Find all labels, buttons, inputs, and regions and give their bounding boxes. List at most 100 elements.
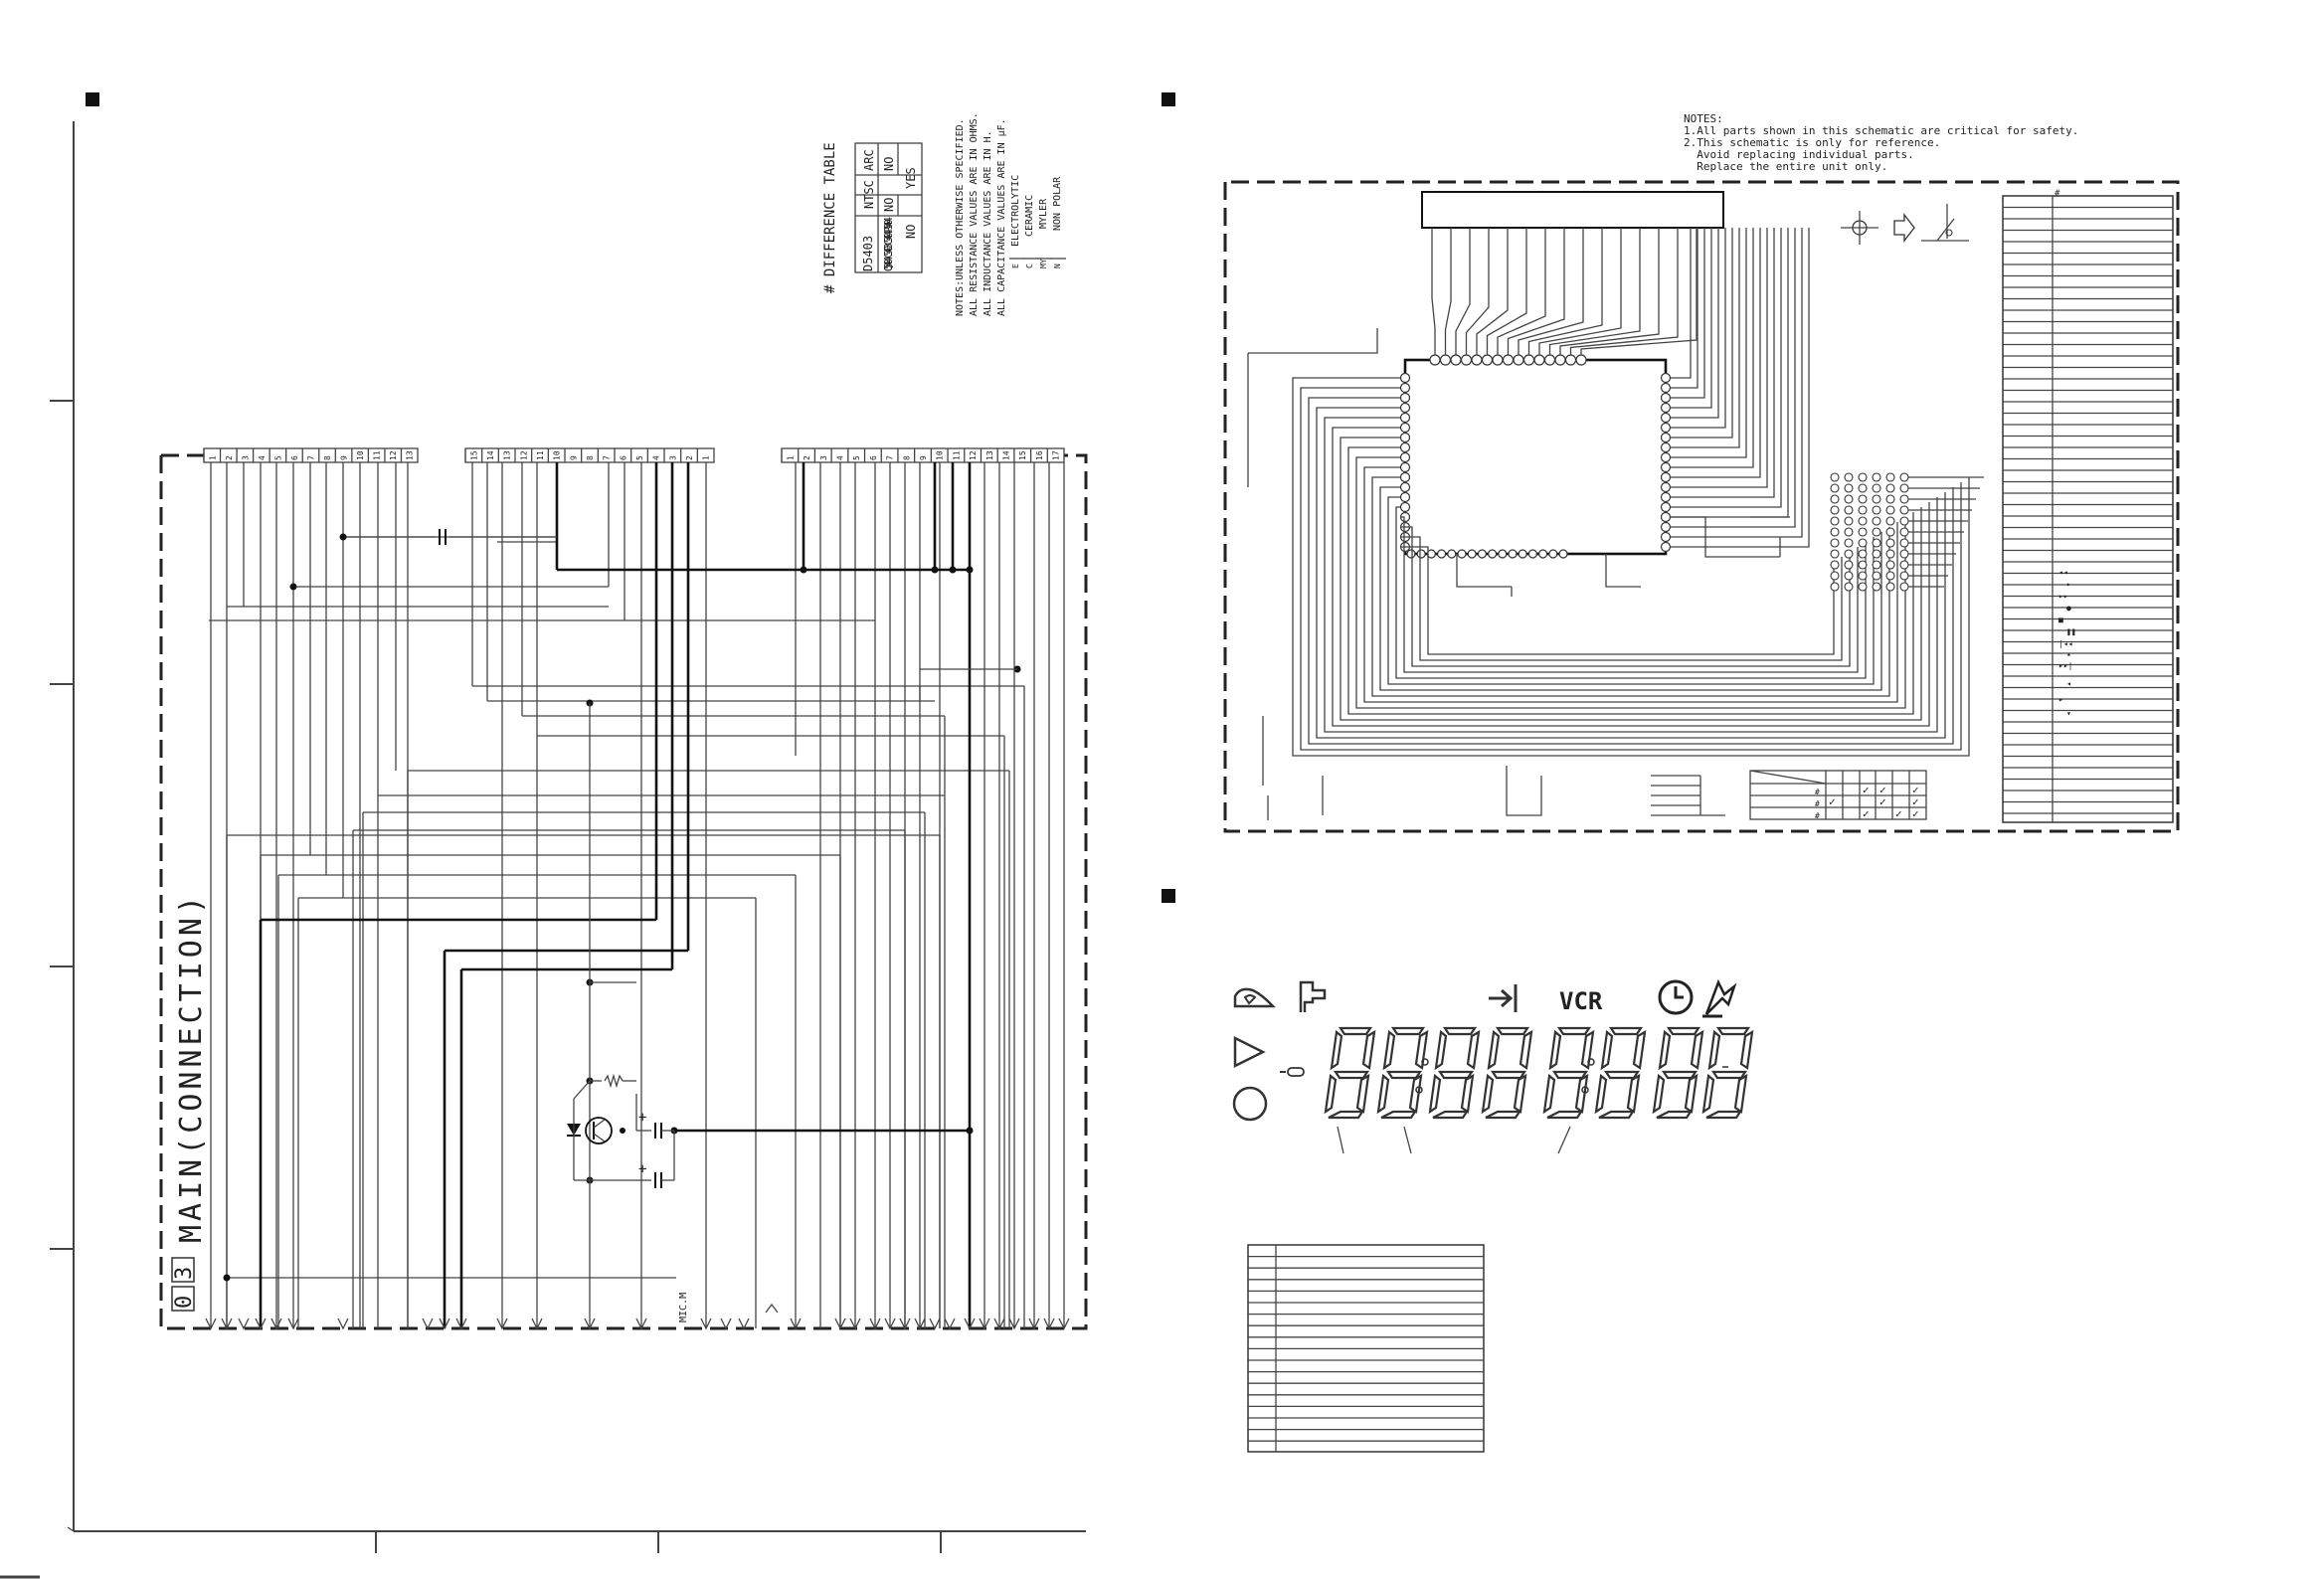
section-marker-fip [1162, 889, 1175, 903]
svg-text:✓: ✓ [1879, 784, 1886, 796]
display-board-schematic: NOTES: 1.All parts shown in this schemat… [1223, 112, 2180, 833]
svg-text:NO: NO [904, 225, 918, 239]
svg-text:NO: NO [882, 157, 896, 171]
connector-3-pin-label: 15 [1018, 450, 1027, 460]
section-marker-display [1162, 92, 1175, 106]
seven-segment-digits [1324, 1026, 1754, 1120]
connector-2-pin-label: 5 [635, 455, 644, 460]
connector-3-pin-label: 16 [1035, 450, 1044, 460]
svg-text:✓: ✓ [1912, 784, 1919, 796]
key-matrix [1830, 472, 1984, 592]
connector-3-pin-label: 12 [969, 450, 978, 460]
legend-symbols [1841, 204, 1969, 245]
connector-2-pin-label: 13 [503, 450, 512, 460]
connector-2-pin-label: 1 [702, 455, 711, 460]
connector-1-pin-label: 8 [323, 455, 332, 460]
model-check-table: # # # ✓ ✓ ✓ ✓ ✓ ✓ ✓ ✓ ✓ [1749, 770, 1927, 820]
connector-1-pin-label: 6 [290, 455, 299, 460]
digit-1 [1324, 1026, 1376, 1120]
svg-text:N: N [1053, 263, 1062, 268]
digit-8 [1701, 1026, 1754, 1120]
timer-clock-icon [1658, 979, 1694, 1015]
connector-3-pin-label: 5 [852, 455, 861, 460]
connector-3-pin-label: 7 [886, 455, 895, 460]
title-box-0 [171, 1286, 195, 1312]
svg-text:YES: YES [904, 167, 918, 189]
tape-icon [1233, 987, 1276, 1008]
connector-3-pin-label: 1 [786, 455, 795, 460]
notes-line-1: 1.All parts shown in this schematic are … [1684, 124, 2078, 137]
svg-text:✓: ✓ [1912, 795, 1919, 808]
connector-3-pin-label: 13 [985, 450, 994, 460]
connector-2-pin-label: 3 [668, 455, 677, 460]
connector-1-pin-label: 12 [389, 450, 398, 460]
microcontroller-ic [1403, 358, 1668, 556]
svg-text:✓: ✓ [1829, 795, 1836, 808]
play-icon [1233, 1035, 1266, 1069]
vcr-indicator: VCR [1559, 987, 1603, 1015]
svg-text:ARC: ARC [862, 149, 876, 171]
key-symbol: ■ [2058, 615, 2063, 624]
bottom-arrows [205, 1303, 1070, 1330]
skip-icon [1489, 984, 1518, 1012]
title-box-3 [171, 1257, 195, 1283]
svg-text:✓: ✓ [1863, 784, 1870, 796]
svg-text:#: # [1815, 811, 1820, 820]
svg-text:#: # [1815, 788, 1820, 796]
mic-label: MIC.M [678, 1293, 689, 1322]
connector-3-pin-label: 10 [936, 450, 945, 460]
connector-3-pin-label: 14 [1002, 450, 1011, 460]
connector-3-pin-label: 4 [835, 455, 844, 460]
connector-2-pin-label: 8 [586, 455, 595, 460]
svg-text:C: C [1025, 263, 1034, 268]
svg-text:ALL CAPACITANCE VALUES ARE IN: ALL CAPACITANCE VALUES ARE IN µF. [996, 118, 1007, 316]
key-symbol: ▸▸ [2058, 592, 2068, 601]
key-symbol: ▴ [2066, 649, 2071, 658]
svg-text:✓: ✓ [1879, 795, 1886, 808]
key-symbol: ▸ [2058, 695, 2063, 704]
notes-line-4: Replace the entire unit only. [1684, 160, 1887, 173]
digit-4 [1481, 1026, 1533, 1120]
key-assign-table: # ◂◂▸▸▸●■❚❚|◂◂▴▸▸|◂▸▾ [2002, 189, 2174, 823]
colon-1 [1415, 1058, 1429, 1094]
connector-1-pin-label: 3 [241, 455, 250, 460]
svg-text:#: # [1815, 799, 1820, 808]
key-symbol: |◂◂ [2058, 639, 2072, 648]
fip-connector [1421, 191, 1724, 229]
connector-1-pin-label: 4 [258, 455, 267, 460]
svg-text:E: E [1011, 263, 1020, 268]
page-frame [0, 121, 1086, 1579]
connector-3-pin-label: 2 [803, 455, 811, 460]
connector-3-pin-label: 9 [919, 455, 928, 460]
svg-text:ALL RESISTANCE VALUES ARE IN O: ALL RESISTANCE VALUES ARE IN OHMS. [969, 112, 980, 316]
connector-2-pin-label: 10 [553, 450, 562, 460]
connector-2-pin-label: 14 [486, 450, 495, 460]
key-symbol: ◂ [2066, 679, 2071, 688]
key-symbol: ◂◂ [2058, 568, 2068, 577]
component-notes: NOTES:UNLESS OTHERWISE SPECIFIED. ALL RE… [955, 112, 1066, 316]
connector-2-pin-label: 15 [469, 450, 478, 460]
notes-line-3: Avoid replacing individual parts. [1684, 148, 1914, 161]
svg-text:Q5404 C5403 C5404 R5404: Q5404 C5403 C5404 R5404 [882, 217, 895, 271]
svg-text:NOTES:UNLESS OTHERWISE SPECIFI: NOTES:UNLESS OTHERWISE SPECIFIED. [955, 118, 966, 316]
satellite-icon [1702, 978, 1737, 1018]
fip-display: VCR [1232, 978, 1754, 1453]
svg-text:D5403: D5403 [861, 236, 875, 271]
routing-lines [209, 536, 1024, 1279]
svg-text:✓: ✓ [1912, 807, 1919, 820]
connector-2-pin-label: 2 [685, 455, 694, 460]
notes-line-0: NOTES: [1684, 112, 1723, 125]
connector-3-pin-label: 8 [902, 455, 911, 460]
notes-line-2: 2.This schematic is only for reference. [1684, 136, 1940, 149]
digit-2 [1376, 1026, 1429, 1120]
key-symbol: ▸ [2066, 580, 2071, 589]
key-symbol: ❚❚ [2066, 627, 2076, 636]
section-marker-main [86, 92, 99, 106]
digit-6 [1594, 1026, 1647, 1120]
connector-1-pin-label: 10 [356, 450, 365, 460]
svg-text:✓: ✓ [1895, 807, 1902, 820]
